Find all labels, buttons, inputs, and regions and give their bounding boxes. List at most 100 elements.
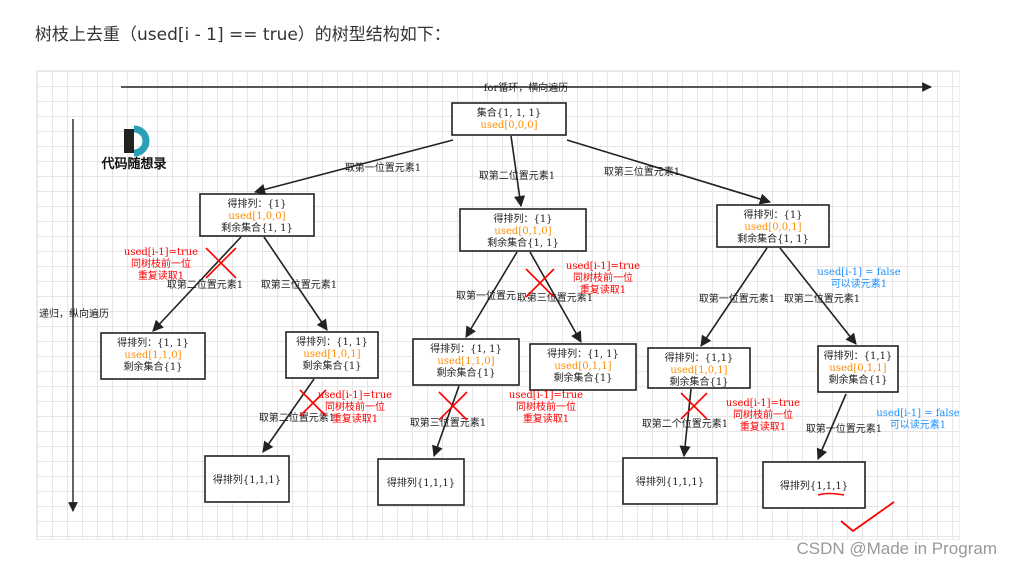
annotation-note: 同树枝前一位 xyxy=(516,400,576,413)
prune-cross-mark xyxy=(438,391,468,421)
annotation-note: 重复读取1 xyxy=(580,283,626,296)
node-line3: 剩余集合{1} xyxy=(828,373,887,386)
node-line1: 得排列：{1, 1} xyxy=(117,336,189,349)
annotation-note: used[i-1]=true xyxy=(726,398,800,409)
edge-arrow xyxy=(700,247,768,347)
correct-check-mark xyxy=(840,501,895,533)
logo-arc xyxy=(133,125,150,157)
edge-label: 取第二位置元素1 xyxy=(167,278,243,291)
annotation-note: 同树枝前一位 xyxy=(573,271,633,284)
node-line1: 得排列：{1,1} xyxy=(665,351,734,364)
edge-label: 取第一位置元素1 xyxy=(345,161,421,174)
node-line3: 剩余集合{1} xyxy=(436,366,495,379)
prune-cross-mark xyxy=(205,247,237,279)
node-line3: 剩余集合{1} xyxy=(123,360,182,373)
annotation-note: 可以读元素1 xyxy=(831,277,887,290)
edge-arrow xyxy=(529,251,582,343)
edge-label: 取第二位置元素1 xyxy=(784,292,860,305)
node-line1: 得排列：{1,1} xyxy=(824,349,893,362)
watermark: CSDN @Made in Program xyxy=(796,539,997,558)
edge-arrow xyxy=(465,251,518,338)
edge-label: 取第一位置元素1 xyxy=(699,292,775,305)
tree-diagram: for循环，横向遍历递归，纵向遍历代码随想录集合{1, 1, 1}used[0,… xyxy=(36,70,960,540)
edge-arrow xyxy=(679,388,692,458)
prune-cross-mark xyxy=(525,268,555,298)
tree-node-n21 xyxy=(412,338,520,386)
node-used: used[0,1,1] xyxy=(554,361,611,372)
edge-arrow xyxy=(152,236,242,332)
edge-arrow xyxy=(816,393,847,461)
annotation-note: 重复读取1 xyxy=(138,269,184,282)
edge-label: 取第一位置元素1 xyxy=(806,422,882,435)
prune-cross-mark xyxy=(299,389,327,417)
node-line1: 得排列：{1, 1} xyxy=(296,335,368,348)
node-line3: 剩余集合{1, 1} xyxy=(221,221,293,234)
edge-label: 取第二位置元素1 xyxy=(259,411,335,424)
edge-arrow xyxy=(263,236,328,331)
tree-node-n31 xyxy=(647,347,751,389)
node-line1: 得排列{1,1,1} xyxy=(636,475,704,488)
edge-arrow xyxy=(262,378,315,453)
edge-label: 取第三位置元素1 xyxy=(517,291,593,304)
node-used: used[1,0,0] xyxy=(228,211,285,222)
annotation-note: 同树枝前一位 xyxy=(733,408,793,421)
annotation-note: used[i-1] = false xyxy=(876,408,959,419)
node-line1: 得排列：{1, 1} xyxy=(547,347,619,360)
node-line1: 得排列{1,1,1} xyxy=(213,473,281,486)
annotation-note: used[i-1]=true xyxy=(566,261,640,272)
node-used: used[1,0,1] xyxy=(670,365,727,376)
horizontal-axis-label: for循环，横向遍历 xyxy=(484,81,569,94)
tree-node-n11 xyxy=(100,332,206,380)
node-line1: 集合{1, 1, 1} xyxy=(477,106,542,119)
edge-label: 取第三位置元素1 xyxy=(261,278,337,291)
node-used: used[1,0,1] xyxy=(303,349,360,360)
annotation-note: 同树枝前一位 xyxy=(325,400,385,413)
node-line3: 剩余集合{1, 1} xyxy=(737,232,809,245)
edge-label: 取第二位置元素1 xyxy=(479,169,555,182)
node-line1: 得排列：{1, 1} xyxy=(430,342,502,355)
node-line3: 剩余集合{1, 1} xyxy=(487,236,559,249)
annotation-note: 同树枝前一位 xyxy=(131,257,191,270)
tree-node-n3 xyxy=(716,204,830,248)
logo-text: 代码随想录 xyxy=(100,156,166,172)
annotation-note: used[i-1] = false xyxy=(817,267,900,278)
node-used: used[1,1,0] xyxy=(437,356,494,367)
edge-arrow xyxy=(779,247,857,345)
annotation-note: 可以读元素1 xyxy=(890,418,946,431)
node-line1: 得排列：{1} xyxy=(227,197,286,210)
tree-node-root xyxy=(451,102,567,136)
annotation-note: 重复读取1 xyxy=(523,412,569,425)
tree-node-l4 xyxy=(762,461,866,509)
tree-node-n2 xyxy=(459,208,587,252)
node-line3: 剩余集合{1} xyxy=(302,359,361,372)
annotation-note: used[i-1]=true xyxy=(509,390,583,401)
tree-node-l3 xyxy=(622,457,718,505)
node-used: used[0,1,0] xyxy=(494,226,551,237)
annotation-note: 重复读取1 xyxy=(740,420,786,433)
node-used: used[0,0,1] xyxy=(744,222,801,233)
annotation-note: 重复读取1 xyxy=(332,412,378,425)
edge-label: 取第二个位置元素1 xyxy=(642,417,728,430)
edge-arrow xyxy=(253,139,454,195)
node-line1: 得排列{1,1,1} xyxy=(387,476,455,489)
page-heading: 树枝上去重（used[i - 1] == true）的树型结构如下： xyxy=(35,25,451,45)
vertical-axis-label: 递归，纵向遍历 xyxy=(39,307,109,320)
node-line3: 剩余集合{1} xyxy=(669,375,728,388)
node-used: used[0,0,0] xyxy=(480,120,537,131)
node-line1: 得排列：{1} xyxy=(493,212,552,225)
node-used: used[1,1,0] xyxy=(124,350,181,361)
tree-node-l2 xyxy=(377,458,465,506)
tree-node-n22 xyxy=(529,343,637,391)
edge-arrow xyxy=(510,135,526,208)
prune-cross-mark xyxy=(680,392,708,420)
logo-mark xyxy=(124,129,134,153)
tree-node-n32 xyxy=(817,345,899,393)
edge-arrow xyxy=(432,385,460,458)
node-line1: 得排列：{1} xyxy=(743,208,802,221)
annotation-note: used[i-1]=true xyxy=(124,247,198,258)
tree-node-n12 xyxy=(285,331,379,379)
edge-label: 取第一位置元 xyxy=(456,289,516,302)
tree-node-l1 xyxy=(204,455,290,503)
edge-label: 取第三位置元素1 xyxy=(410,416,486,429)
result-underline xyxy=(817,492,845,496)
